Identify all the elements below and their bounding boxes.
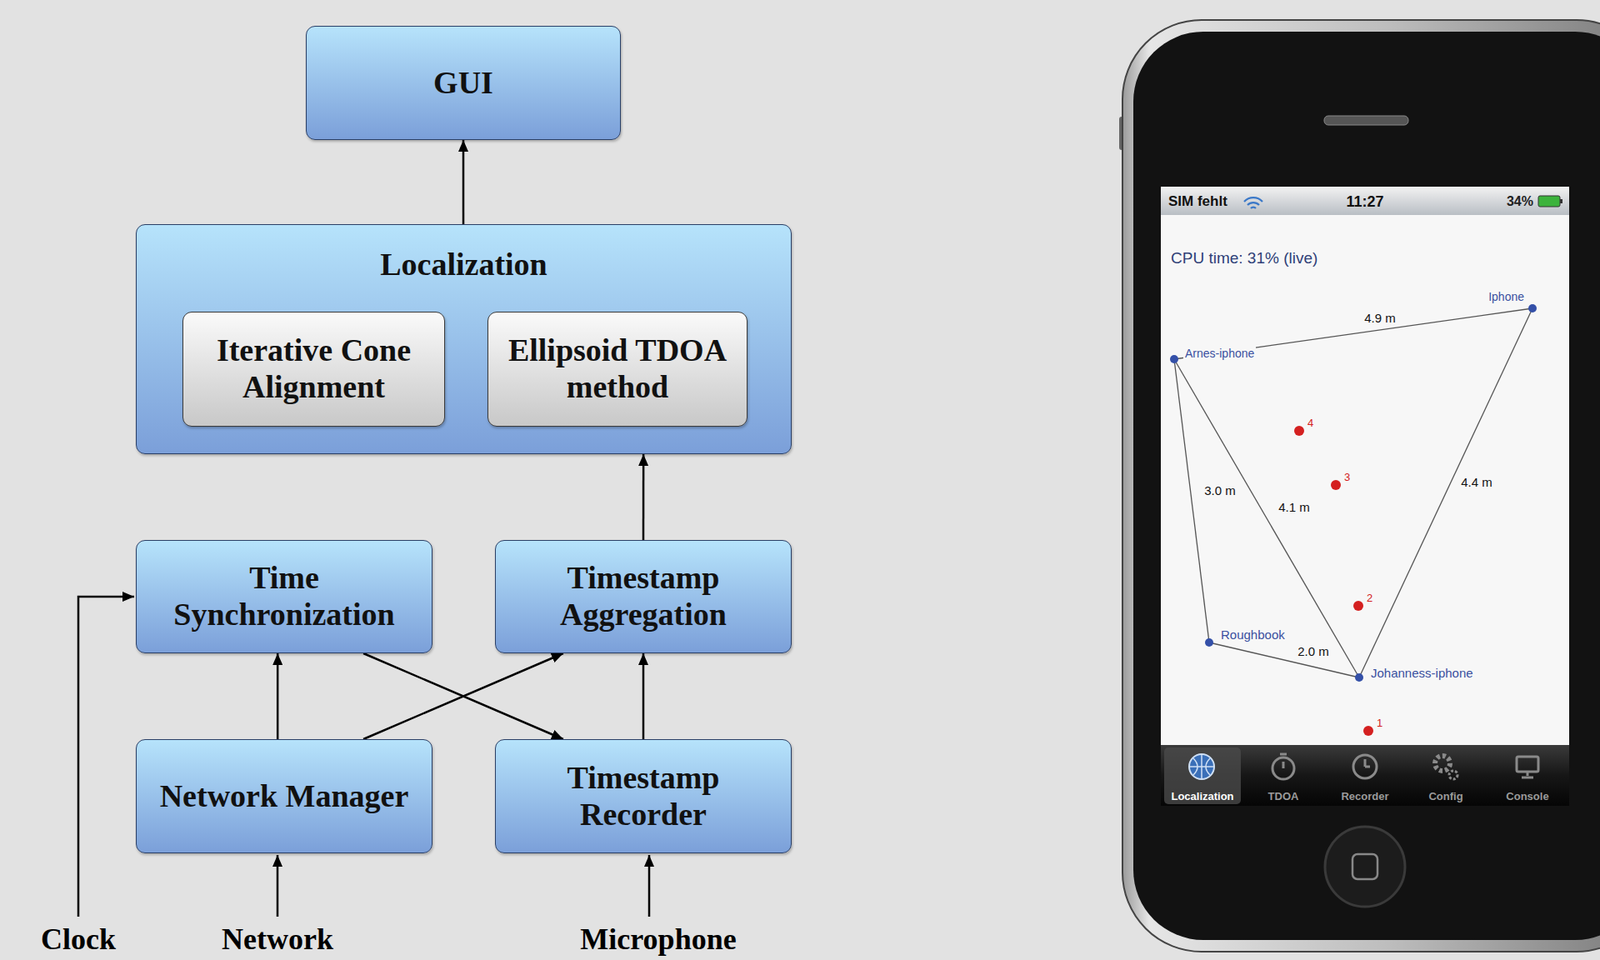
process-box: Time Synchronization	[135, 540, 433, 654]
flow-arrow	[642, 653, 645, 740]
home-button	[1325, 826, 1405, 907]
microphone-input-arrow	[648, 855, 651, 917]
status-bar	[1160, 186, 1570, 215]
battery-icon	[1538, 195, 1560, 207]
clock-hand	[1365, 759, 1370, 767]
distance-label: 2.0 m	[1295, 644, 1331, 659]
device-dot	[1528, 304, 1537, 313]
source-dot	[1294, 425, 1305, 436]
cpu-readout: CPU time: 31% (live)	[1170, 249, 1318, 268]
phone	[1119, 20, 1600, 952]
device-dot	[1355, 673, 1364, 682]
source-dot	[1363, 725, 1374, 736]
box-label: Time Synchronization	[148, 560, 420, 633]
gear-icon	[1435, 755, 1450, 771]
earpiece	[1324, 115, 1409, 125]
tab-label: TDOA	[1268, 790, 1300, 804]
process-box: GUI	[305, 25, 621, 140]
group-box: LocalizationIterative Cone Alignment Elli…	[135, 224, 792, 455]
globe-icon	[1189, 754, 1215, 780]
distance-line	[1359, 308, 1533, 678]
monitor-icon	[1516, 756, 1539, 772]
callout-number: 1	[1376, 717, 1383, 730]
clock-input-arrow	[78, 596, 135, 917]
network-input-arrow	[276, 855, 280, 917]
input-label: Microphone	[580, 922, 736, 957]
source-dot	[1330, 480, 1341, 490]
distance-lines	[1174, 308, 1533, 678]
distance-label: 4.4 m	[1459, 475, 1495, 490]
process-box: Timestamp Recorder	[495, 739, 792, 854]
tab-label: Config	[1428, 790, 1463, 804]
source-dot	[1353, 600, 1364, 611]
tab-label: Localization	[1170, 790, 1234, 804]
distance-label: 3.0 m	[1202, 483, 1238, 498]
flow-arrow	[276, 653, 280, 740]
battery-text: 34%	[1506, 194, 1534, 210]
battery-tip	[1560, 199, 1563, 204]
device-dots	[1170, 304, 1537, 682]
distance-line	[1174, 359, 1210, 643]
device-name: Iphone	[1486, 290, 1526, 304]
clock-text: 11:27	[1345, 193, 1384, 211]
flow-arrow	[642, 454, 645, 540]
distance-line	[1174, 359, 1360, 678]
device-name: Roughbook	[1219, 627, 1287, 642]
callout-number: 4	[1307, 417, 1314, 430]
screen	[1160, 186, 1570, 806]
small-gear-icon	[1449, 770, 1458, 780]
phone-rim	[1122, 20, 1600, 952]
input-label: Network	[221, 922, 334, 957]
flow-arrow	[462, 140, 465, 225]
process-box: Iterative Cone Alignment	[182, 311, 445, 427]
device-name: Arnes-iphone	[1183, 346, 1256, 360]
input-label: Clock	[40, 922, 116, 957]
tab-label: Console	[1505, 790, 1549, 804]
tab-bar	[1160, 745, 1570, 806]
flow-arrow	[363, 653, 564, 740]
device-dot	[1170, 355, 1179, 364]
clock-icon	[1353, 755, 1377, 779]
carrier-text: SIM fehlt	[1168, 193, 1228, 210]
callout-number: 3	[1344, 471, 1350, 485]
distance-line	[1209, 642, 1360, 678]
flow-arrow	[363, 653, 564, 740]
device-name: Johanness-iphone	[1369, 665, 1475, 680]
stopwatch-hand	[1280, 754, 1287, 769]
globe-lines	[1189, 754, 1215, 780]
wifi-icon	[1244, 197, 1263, 209]
box-label: GUI	[433, 65, 494, 102]
device-dot	[1205, 638, 1214, 647]
tab-icons	[1189, 754, 1539, 780]
box-label: Network Manager	[160, 778, 410, 815]
process-box: Timestamp Aggregation	[495, 540, 792, 654]
box-label: Ellipsoid TDOA method	[500, 332, 735, 405]
home-square	[1352, 854, 1378, 880]
distance-label: 4.1 m	[1276, 500, 1312, 515]
box-label: Iterative Cone Alignment	[195, 332, 433, 405]
source-dots	[1294, 425, 1374, 736]
group-title: Localization	[380, 246, 548, 284]
monitor-stand	[1521, 771, 1534, 778]
selected-tab	[1164, 747, 1241, 805]
process-box: Network Manager	[135, 739, 433, 854]
box-label: Timestamp Recorder	[507, 760, 780, 833]
callout-number: 2	[1366, 592, 1373, 605]
box-label: Timestamp Aggregation	[507, 560, 780, 633]
tab-label: Recorder	[1340, 790, 1389, 804]
distance-label: 4.9 m	[1362, 310, 1398, 325]
process-box: Ellipsoid TDOA method	[487, 311, 748, 427]
phone-face	[1133, 31, 1600, 940]
